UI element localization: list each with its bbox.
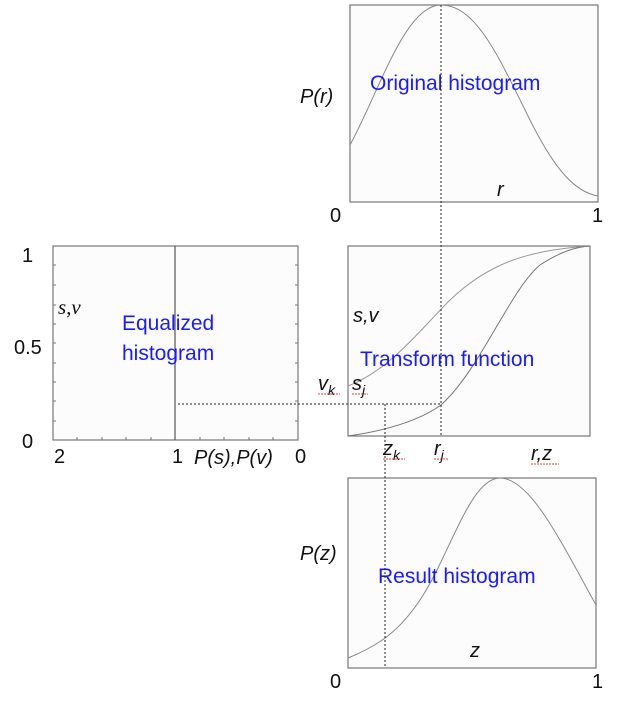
- result-xlabel: z: [469, 640, 480, 662]
- mapping-guide-lines: [178, 5, 442, 668]
- result-ylabel: P(z): [300, 543, 337, 565]
- result-histogram-curve: [347, 477, 597, 659]
- original-x0: 0: [330, 205, 341, 227]
- rj-label: rj: [434, 438, 445, 463]
- result-histogram-panel: Result histogram P(z) z 0 1: [300, 477, 603, 693]
- equalized-x0: 0: [295, 446, 306, 468]
- original-ylabel: P(r): [300, 86, 333, 108]
- original-histogram-curve: [349, 4, 599, 197]
- transform-ylabel: s,v: [353, 305, 380, 327]
- transform-curve-s: [347, 245, 591, 387]
- equalized-y1: 1: [22, 245, 33, 267]
- equalized-histogram-panel: Equalized histogram s,v 1 0.5 0 2 1 P(s)…: [14, 245, 306, 469]
- equalized-xlabel: P(s),P(v): [194, 447, 273, 469]
- transform-xlabel: r,z: [531, 443, 552, 465]
- original-xlabel: r: [497, 179, 505, 201]
- vk-label: vk: [318, 373, 336, 398]
- equalized-ylabel: s,v: [58, 295, 81, 319]
- equalized-y05: 0.5: [14, 337, 42, 359]
- equalized-y0: 0: [22, 431, 33, 453]
- original-histogram-title: Original histogram: [370, 72, 540, 95]
- result-x1: 1: [592, 671, 603, 693]
- original-histogram-panel: Original histogram P(r) r 0 1: [300, 4, 603, 227]
- equalized-x2: 2: [54, 446, 65, 468]
- equalized-title-line2: histogram: [122, 342, 214, 365]
- equalized-title-line1: Equalized: [122, 312, 214, 335]
- transform-function-title: Transform function: [360, 348, 534, 371]
- result-x0: 0: [330, 671, 341, 693]
- equalized-x1: 1: [172, 446, 183, 468]
- transform-function-panel: Transform function s,v r,z vk sj zk rj: [318, 245, 591, 465]
- zk-label: zk: [382, 438, 401, 463]
- transform-curve-v: [347, 245, 591, 437]
- sj-label: sj: [352, 373, 366, 398]
- result-histogram-title: Result histogram: [378, 565, 536, 588]
- original-x1: 1: [592, 205, 603, 227]
